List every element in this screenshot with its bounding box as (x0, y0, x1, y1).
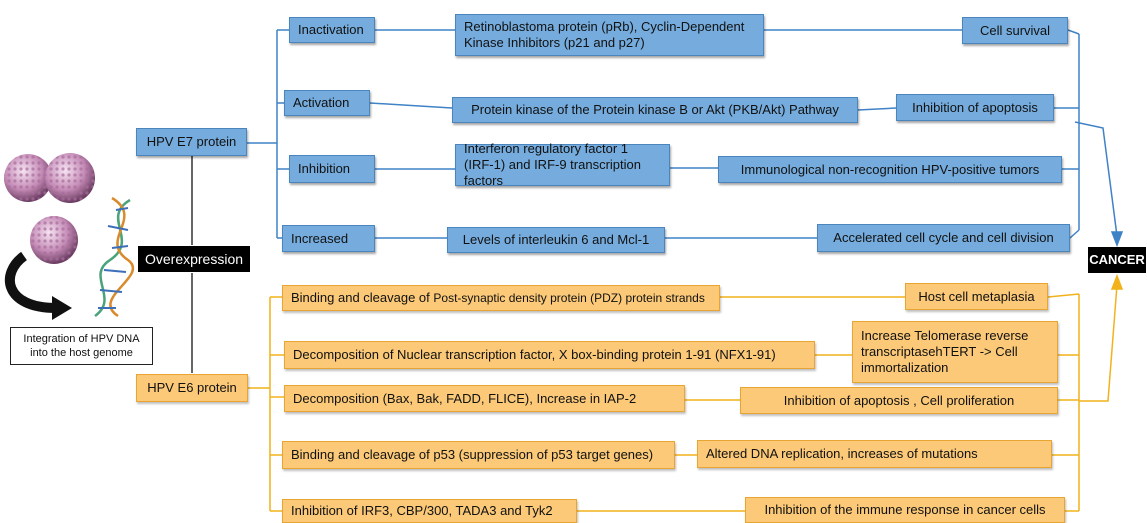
e7-effect-inhibition-of-apoptosis: Inhibition of apoptosis (896, 94, 1054, 121)
e6-action-p53-cleavage: Binding and cleavage of p53 (suppression… (282, 441, 675, 469)
e6-effect-telomerase-immortalization: Increase Telomerase reverse transcriptas… (852, 321, 1058, 383)
e6-action-pdz-prefix: Binding and cleavage of (291, 290, 434, 305)
dna-helix-icon (94, 196, 135, 318)
e7-connectors (247, 29, 1124, 248)
e7-effect-cell-survival: Cell survival (962, 17, 1068, 44)
e6-connectors (248, 273, 1124, 512)
e7-target-pkb-akt-pathway: Protein kinase of the Protein kinase B o… (452, 97, 858, 123)
e7-action-inactivation: Inactivation (289, 17, 375, 43)
e7-target-pRb-cdk-inhibitors: Retinoblastoma protein (pRb), Cyclin-Dep… (455, 14, 764, 56)
hpv-e7-protein-box: HPV E7 protein (136, 128, 247, 156)
e7-action-activation: Activation (284, 90, 370, 116)
e7-action-increased: Increased (282, 225, 375, 252)
e6-action-irf3-inhibition: Inhibition of IRF3, CBP/300, TADA3 and T… (282, 499, 577, 523)
e7-effect-accelerated-cell-cycle: Accelerated cell cycle and cell division (817, 224, 1070, 252)
e6-action-pdz-suffix: Post-synaptic density protein (PDZ) prot… (433, 291, 705, 305)
e7-action-inhibition: Inhibition (289, 155, 375, 183)
hpv-e6-protein-box: HPV E6 protein (136, 374, 248, 402)
integration-note: Integration of HPV DNA into the host gen… (10, 327, 153, 365)
e6-effect-immune-response-inhibition: Inhibition of the immune response in can… (745, 497, 1065, 523)
integration-arrow-icon (4, 251, 72, 320)
e6-action-bax-bak-decomposition: Decomposition (Bax, Bak, FADD, FLICE), I… (284, 385, 685, 412)
e6-effect-apoptosis-proliferation: Inhibition of apoptosis , Cell prolifera… (740, 387, 1058, 414)
e6-action-pdz-cleavage: Binding and cleavage of Post-synaptic de… (282, 285, 720, 311)
e7-target-interleukin6-mcl1: Levels of interleukin 6 and Mcl-1 (447, 227, 665, 253)
virus-particles-icon (4, 153, 95, 264)
e7-effect-immunological-non-recognition: Immunological non-recognition HPV-positi… (718, 156, 1062, 183)
e7-target-irf1-irf9: Interferon regulatory factor 1 (IRF-1) a… (455, 141, 670, 188)
overexpression-label: Overexpression (138, 246, 250, 272)
e6-effect-altered-dna-replication: Altered DNA replication, increases of mu… (697, 440, 1052, 468)
cancer-box: CANCER (1088, 247, 1146, 273)
hpv-virus-dna-illustration (4, 153, 135, 320)
e6-effect-host-cell-metaplasia: Host cell metaplasia (905, 283, 1048, 310)
e6-action-nfx1-91-decomposition: Decomposition of Nuclear transcription f… (284, 341, 815, 369)
